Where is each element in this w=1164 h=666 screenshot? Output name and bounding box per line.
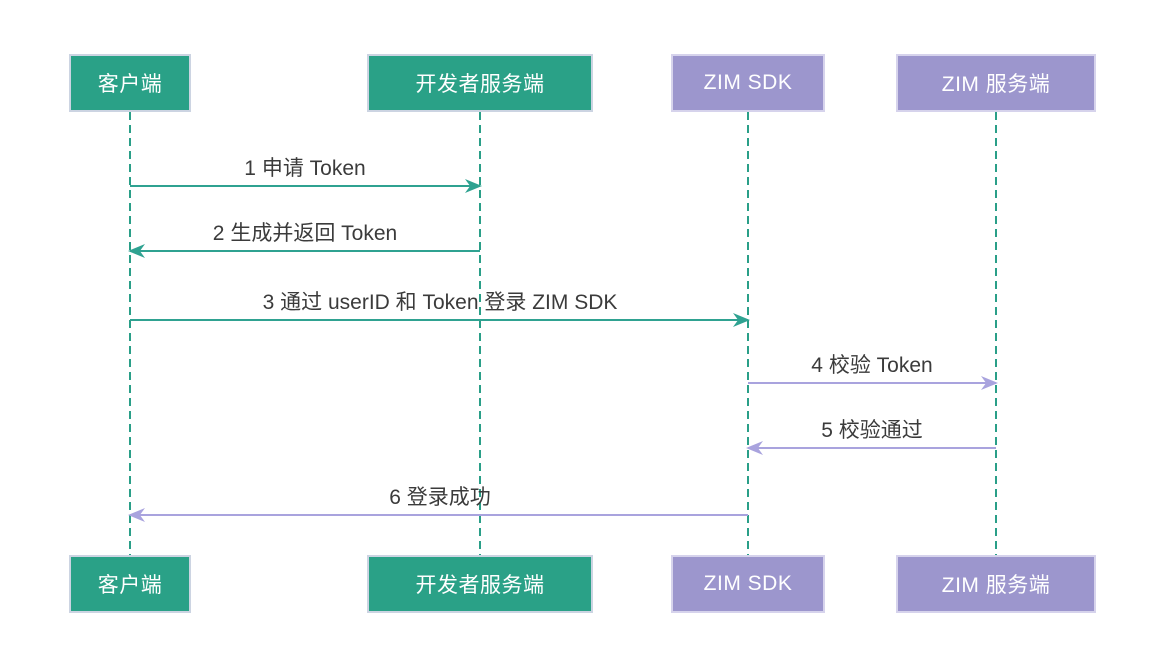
message-5-label: 5 校验通过 — [821, 419, 923, 442]
message-2-label: 2 生成并返回 Token — [212, 222, 398, 245]
message-6-label: 6 登录成功 — [389, 486, 491, 509]
lifeline-zim-server — [995, 112, 997, 555]
message-4-arrow — [748, 376, 998, 390]
actor-dev-server-top: 开发者服务端 — [367, 54, 593, 112]
actor-zim-server-bottom: ZIM 服务端 — [896, 555, 1096, 613]
message-3-arrow — [130, 313, 750, 327]
message-6-arrow — [128, 508, 748, 522]
lifeline-zim-sdk — [747, 112, 749, 555]
message-5-arrow — [746, 441, 996, 455]
actor-zim-sdk-bottom: ZIM SDK — [671, 555, 825, 613]
message-2-arrow — [128, 244, 480, 258]
actor-client-bottom: 客户端 — [69, 555, 191, 613]
actor-dev-server-bottom: 开发者服务端 — [367, 555, 593, 613]
actor-zim-sdk-top: ZIM SDK — [671, 54, 825, 112]
message-4-label: 4 校验 Token — [811, 354, 933, 377]
message-1-label: 1 申请 Token — [244, 157, 366, 180]
lifeline-dev-server — [479, 112, 481, 555]
actor-zim-server-top: ZIM 服务端 — [896, 54, 1096, 112]
message-1-arrow — [130, 179, 482, 193]
lifeline-client — [129, 112, 131, 555]
actor-client-top: 客户端 — [69, 54, 191, 112]
message-3-label: 3 通过 userID 和 Token 登录 ZIM SDK — [262, 291, 618, 314]
